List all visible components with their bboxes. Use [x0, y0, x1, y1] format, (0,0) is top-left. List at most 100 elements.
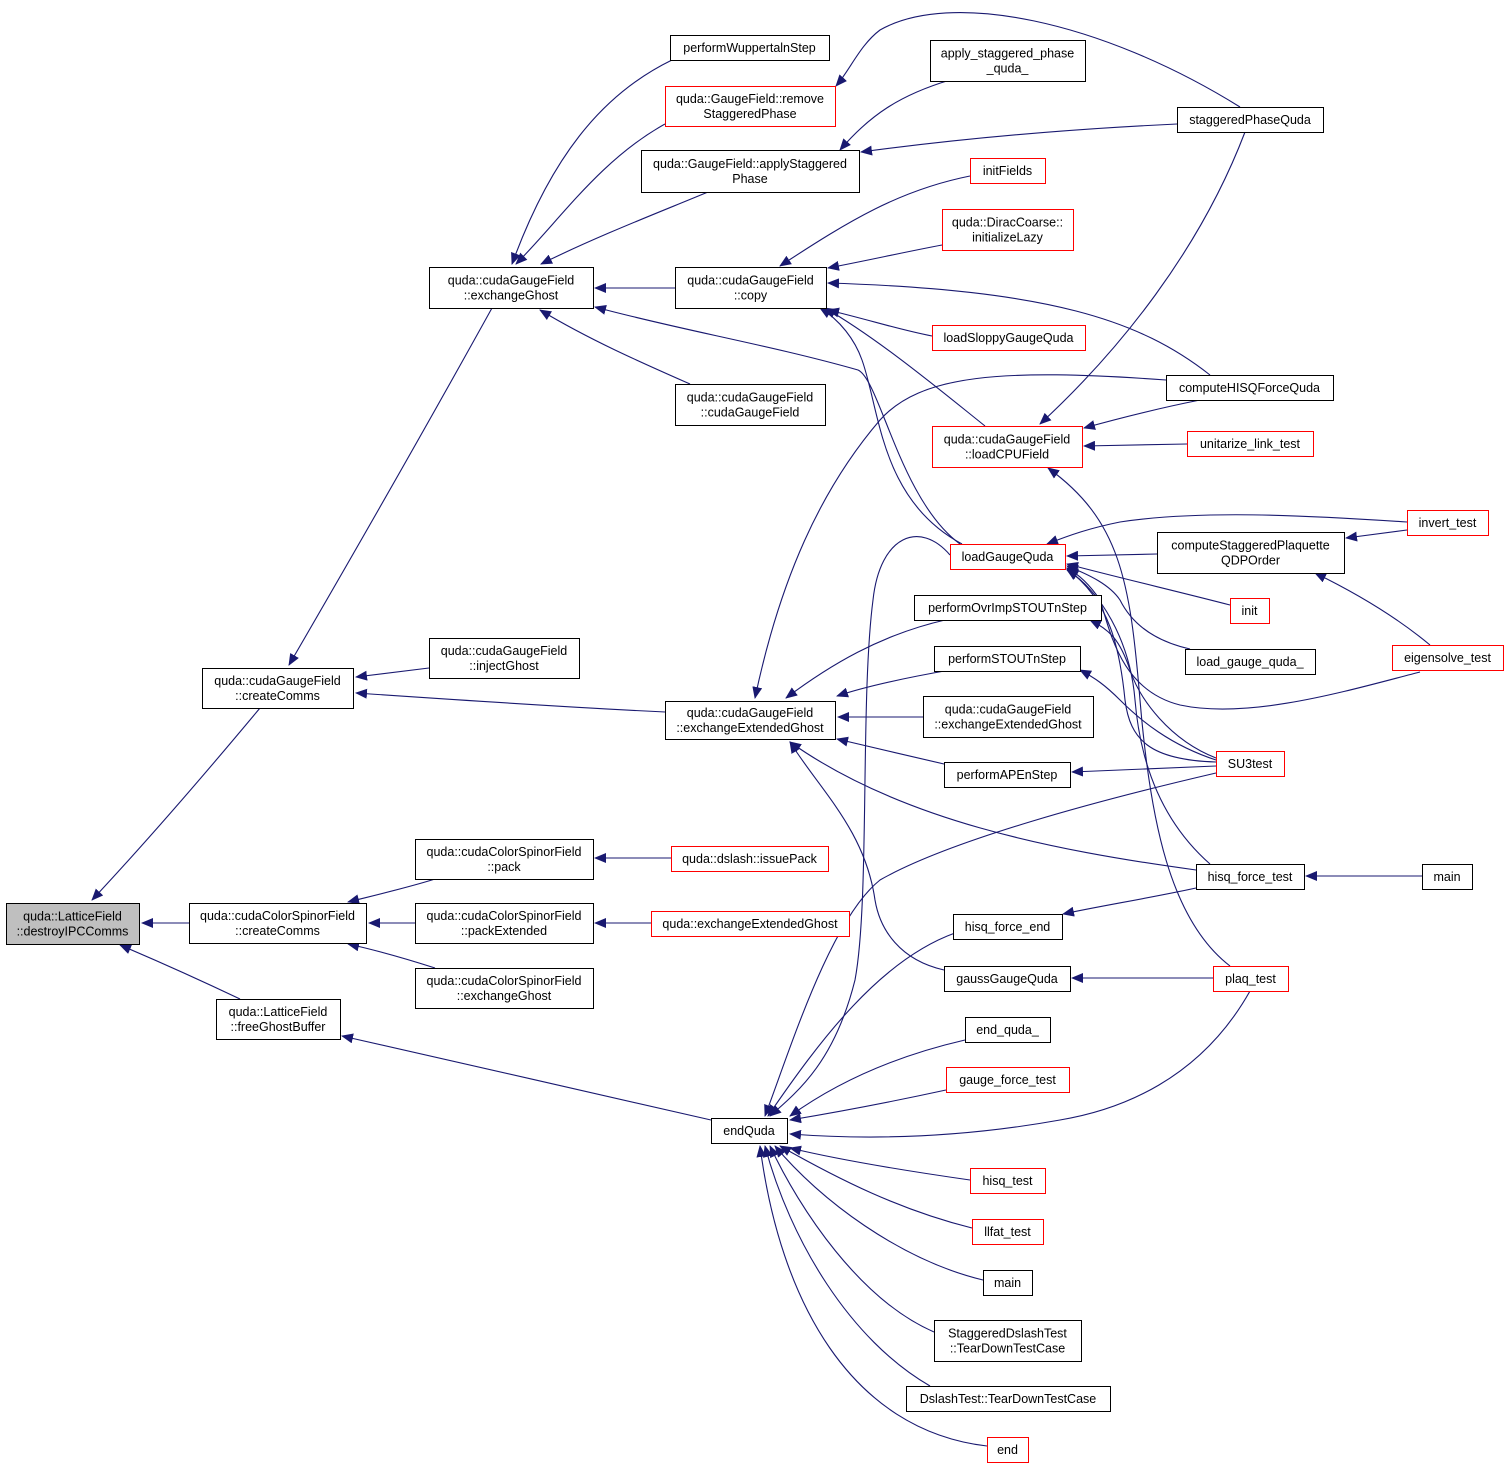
node-box[interactable] [675, 267, 827, 309]
node-box[interactable] [923, 696, 1094, 738]
node-box[interactable] [1196, 864, 1305, 890]
node-hisq-test[interactable]: hisq_test [970, 1168, 1046, 1194]
node-box[interactable] [1166, 375, 1334, 401]
node-plaq-test[interactable]: plaq_test [1213, 966, 1289, 992]
node-box[interactable] [930, 40, 1086, 82]
node-box[interactable] [675, 384, 826, 426]
node-apply-staggered-phase-quda-[interactable]: apply_staggered_phase_quda_ [930, 40, 1086, 82]
node-box[interactable] [641, 150, 860, 193]
node-box[interactable] [202, 668, 354, 709]
node-ccsf-packExtended[interactable]: quda::cudaColorSpinorField::packExtended [415, 903, 594, 944]
node-box[interactable] [429, 638, 580, 679]
node-box[interactable] [987, 1437, 1029, 1463]
node-box[interactable] [914, 595, 1102, 621]
node-box[interactable] [934, 646, 1081, 672]
node-box[interactable] [965, 1017, 1051, 1043]
node-SU3test[interactable]: SU3test [1216, 751, 1285, 777]
node-box[interactable] [415, 968, 594, 1009]
node-main-right[interactable]: main [1422, 864, 1473, 890]
node-init[interactable]: init [1230, 598, 1270, 624]
node-performWuppertalnStep[interactable]: performWuppertalnStep [670, 35, 830, 61]
node-box[interactable] [932, 325, 1086, 351]
node-box[interactable] [711, 1118, 788, 1144]
node-endQuda[interactable]: endQuda [711, 1118, 788, 1144]
node-box[interactable] [1177, 107, 1324, 133]
node-cgf-exchangeExtendedGhost[interactable]: quda::cudaGaugeField::exchangeExtendedGh… [665, 701, 836, 740]
node-box[interactable] [1187, 431, 1314, 457]
node-dc-initializeLazy[interactable]: quda::DiracCoarse::initializeLazy [942, 209, 1074, 251]
node-cgf-exchangeExtendedGhost2[interactable]: quda::cudaGaugeField::exchangeExtendedGh… [923, 696, 1094, 738]
node-loadGaugeQuda[interactable]: loadGaugeQuda [950, 544, 1066, 570]
node-initFields[interactable]: initFields [970, 158, 1046, 184]
node-staggeredPhaseQuda[interactable]: staggeredPhaseQuda [1177, 107, 1324, 133]
node-unitarize-link-test[interactable]: unitarize_link_test [1187, 431, 1314, 457]
node-cgf-loadCPUField[interactable]: quda::cudaGaugeField::loadCPUField [932, 426, 1083, 468]
node-box[interactable] [1230, 598, 1270, 624]
node-cgf-injectGhost[interactable]: quda::cudaGaugeField::injectGhost [429, 638, 580, 679]
node-performOvrImpSTOUTnStep[interactable]: performOvrImpSTOUTnStep [914, 595, 1102, 621]
node-end-fn[interactable]: end [987, 1437, 1029, 1463]
node-exchangeExtendedGhost-free[interactable]: quda::exchangeExtendedGhost [651, 911, 850, 937]
node-ccsf-createComms[interactable]: quda::cudaColorSpinorField::createComms [189, 903, 367, 944]
node-box[interactable] [906, 1386, 1111, 1412]
node-box[interactable] [429, 267, 594, 309]
node-ccsf-exchangeGhost[interactable]: quda::cudaColorSpinorField::exchangeGhos… [415, 968, 594, 1009]
node-main-mid[interactable]: main [983, 1270, 1033, 1296]
node-hisq-force-end[interactable]: hisq_force_end [953, 914, 1063, 940]
node-box[interactable] [665, 86, 836, 127]
node-sdt-TearDownTestCase[interactable]: StaggeredDslashTest::TearDownTestCase [934, 1320, 1082, 1362]
node-ccsf-pack[interactable]: quda::cudaColorSpinorField::pack [415, 839, 594, 880]
node-gauge-force-test[interactable]: gauge_force_test [946, 1067, 1070, 1093]
node-box[interactable] [415, 903, 594, 944]
node-dt-TearDownTestCase[interactable]: DslashTest::TearDownTestCase [906, 1386, 1111, 1412]
node-box[interactable] [1213, 966, 1289, 992]
node-box[interactable] [934, 1320, 1082, 1362]
node-box[interactable] [944, 762, 1071, 788]
node-lf-freeGhostBuffer[interactable]: quda::LatticeField::freeGhostBuffer [216, 999, 341, 1040]
node-box[interactable] [983, 1270, 1033, 1296]
node-box[interactable] [216, 999, 341, 1040]
node-box[interactable] [972, 1219, 1044, 1245]
node-llfat-test[interactable]: llfat_test [972, 1219, 1044, 1245]
node-hisq-force-test[interactable]: hisq_force_test [1196, 864, 1305, 890]
node-box[interactable] [651, 911, 850, 937]
node-box[interactable] [953, 914, 1063, 940]
node-box[interactable] [1216, 751, 1285, 777]
node-performSTOUTnStep[interactable]: performSTOUTnStep [934, 646, 1081, 672]
node-box[interactable] [670, 35, 830, 61]
node-gaussGaugeQuda[interactable]: gaussGaugeQuda [944, 966, 1071, 992]
node-cgf-exchangeGhost[interactable]: quda::cudaGaugeField::exchangeGhost [429, 267, 594, 309]
node-box[interactable] [665, 701, 836, 740]
node-box[interactable] [1392, 645, 1504, 671]
node-box[interactable] [1422, 864, 1473, 890]
node-box[interactable] [950, 544, 1066, 570]
node-box[interactable] [1185, 649, 1316, 675]
node-box[interactable] [970, 1168, 1046, 1194]
node-box[interactable] [970, 158, 1046, 184]
node-cgf-createComms[interactable]: quda::cudaGaugeField::createComms [202, 668, 354, 709]
node-cgf-ctor[interactable]: quda::cudaGaugeField::cudaGaugeField [675, 384, 826, 426]
node-box[interactable] [1407, 510, 1489, 536]
node-box[interactable] [1157, 532, 1345, 574]
node-load-gauge-quda-[interactable]: load_gauge_quda_ [1185, 649, 1316, 675]
node-box[interactable] [944, 966, 1071, 992]
node-cgf-copy[interactable]: quda::cudaGaugeField::copy [675, 267, 827, 309]
node-computeHISQForceQuda[interactable]: computeHISQForceQuda [1166, 375, 1334, 401]
node-box[interactable] [671, 846, 829, 872]
node-box[interactable] [415, 839, 594, 880]
node-end-quda-[interactable]: end_quda_ [965, 1017, 1051, 1043]
node-box[interactable] [942, 209, 1074, 251]
node-loadSloppyGaugeQuda[interactable]: loadSloppyGaugeQuda [932, 325, 1086, 351]
node-performAPEnStep[interactable]: performAPEnStep [944, 762, 1071, 788]
node-box[interactable] [932, 426, 1083, 468]
node-box[interactable] [6, 903, 140, 945]
node-box[interactable] [946, 1067, 1070, 1093]
node-box[interactable] [189, 903, 367, 944]
node-invert-test[interactable]: invert_test [1407, 510, 1489, 536]
node-dslash-issuePack[interactable]: quda::dslash::issuePack [671, 846, 829, 872]
node-eigensolve-test[interactable]: eigensolve_test [1392, 645, 1504, 671]
node-root[interactable]: quda::LatticeField::destroyIPCComms [6, 903, 140, 945]
